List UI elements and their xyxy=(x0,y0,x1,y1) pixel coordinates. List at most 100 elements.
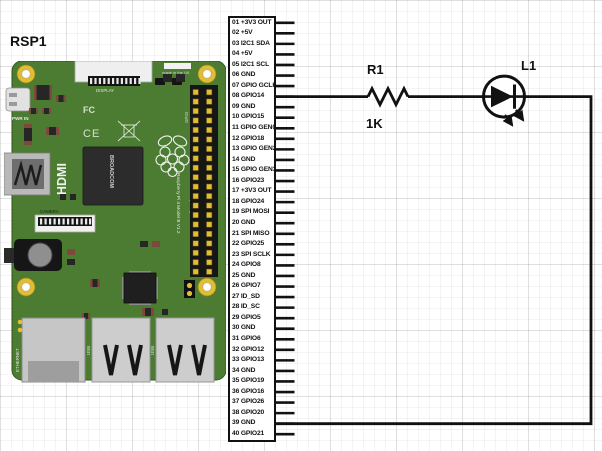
pin-row-27[interactable]: 27 ID_SD xyxy=(232,292,260,300)
gpio-pin xyxy=(206,202,213,209)
pin-row-10[interactable]: 10 GPIO15 xyxy=(232,113,265,121)
resistor-value-label[interactable]: 1K xyxy=(366,116,383,131)
pin-row-17[interactable]: 17 +3V3 OUT xyxy=(232,187,272,195)
gpio-pin xyxy=(192,164,199,171)
gpio-pin xyxy=(192,231,199,237)
pin-row-01[interactable]: 01 +3V3 OUT xyxy=(232,18,272,26)
pin-row-08[interactable]: 08 GPIO14 xyxy=(232,92,265,100)
hdmi-label: HDMI xyxy=(55,163,69,195)
gpio-pin xyxy=(206,231,213,237)
gpio-label: GPIO xyxy=(184,111,189,123)
pin-row-16[interactable]: 16 GPIO23 xyxy=(232,176,265,184)
wire-resistor-to-led-to-gnd[interactable] xyxy=(276,95,593,426)
pin-row-39[interactable]: 39 GND xyxy=(232,419,256,427)
gpio-pin xyxy=(206,221,213,228)
gpio-pin xyxy=(192,240,199,247)
pin-leads xyxy=(276,21,295,436)
raspberry-pi-board[interactable]: DISPLAY made in the UK PWR IN FC CE xyxy=(4,61,226,387)
pin-row-22[interactable]: 22 GPIO25 xyxy=(232,240,265,248)
pin-row-32[interactable]: 32 GPIO12 xyxy=(232,345,265,353)
pin-row-37[interactable]: 37 GPIO26 xyxy=(232,398,265,406)
gpio-pin-header-box[interactable]: 01 +3V3 OUT 02 +5V 03 I2C1 SDA 04 +5V 05 I2C… xyxy=(228,15,276,442)
pin-row-34[interactable]: 34 GND xyxy=(232,366,256,374)
pin-row-36[interactable]: 36 GPIO16 xyxy=(232,387,265,395)
pin-row-24[interactable]: 24 GPIO8 xyxy=(232,261,261,269)
gpio-pin xyxy=(206,164,213,171)
ethernet-port: ETHERNET xyxy=(15,317,86,383)
pin-row-28[interactable]: 28 ID_SC xyxy=(232,303,260,311)
gpio-pin xyxy=(192,108,199,115)
made-in-uk-label: made in the UK xyxy=(162,70,190,75)
gpio-pin xyxy=(206,108,213,115)
pin-row-09[interactable]: 09 GND xyxy=(232,102,256,110)
pin-row-20[interactable]: 20 GND xyxy=(232,218,256,226)
pin-row-15[interactable]: 15 GPIO GEN3 xyxy=(232,166,274,174)
pin-row-14[interactable]: 14 GND xyxy=(232,155,256,163)
pin-row-23[interactable]: 23 SPI SCLK xyxy=(232,250,271,258)
gpio-pin xyxy=(192,127,199,133)
gpio-pin xyxy=(192,268,199,275)
pin-row-18[interactable]: 18 GPIO24 xyxy=(232,197,265,205)
gpio-pin xyxy=(192,89,199,96)
gpio-pin xyxy=(206,98,213,105)
gpio-pin xyxy=(192,136,199,143)
led-anode-triangle xyxy=(491,85,513,108)
gpio-pin xyxy=(192,193,199,200)
resistor-ref-label[interactable]: R1 xyxy=(367,62,384,77)
pin-row-31[interactable]: 31 GPIO6 xyxy=(232,335,261,342)
raspberry-pi-logo xyxy=(155,135,190,178)
pin-row-12[interactable]: 12 GPIO18 xyxy=(232,134,265,142)
hdmi-connector: HDMI xyxy=(4,152,69,196)
gpio-pin xyxy=(206,193,213,200)
gpio-pin xyxy=(206,145,213,152)
pin-row-04[interactable]: 04 +5V xyxy=(232,50,253,58)
ethernet-label: ETHERNET xyxy=(15,348,20,372)
silkscreen-box xyxy=(164,63,191,69)
pin-row-30[interactable]: 30 GND xyxy=(232,324,256,332)
pin-row-40[interactable]: 40 GPIO21 xyxy=(232,429,265,437)
part-label-rsp1[interactable]: RSP1 xyxy=(10,33,47,49)
pin-row-29[interactable]: 29 GPIO5 xyxy=(232,313,261,321)
gpio-pin xyxy=(206,155,213,162)
pin-row-35[interactable]: 35 GPIO19 xyxy=(232,377,265,385)
pin-row-03[interactable]: 03 I2C1 SDA xyxy=(232,39,270,47)
pin-row-02[interactable]: 02 +5V xyxy=(232,29,253,37)
usb-port-1: USB xyxy=(86,317,151,383)
gpio-pin xyxy=(206,127,213,133)
gpio-pin xyxy=(206,174,213,181)
pin-row-21[interactable]: 21 SPI MISO xyxy=(232,229,270,237)
gpio-pin xyxy=(192,155,199,162)
pin-row-07[interactable]: 07 GPIO GCLK xyxy=(232,81,274,89)
pin-row-11[interactable]: 11 GPIO GEN0 xyxy=(232,124,274,131)
mounting-holes xyxy=(16,64,217,297)
pin-row-25[interactable]: 25 GND xyxy=(232,271,256,279)
led-ref-label[interactable]: L1 xyxy=(521,58,537,73)
led-l1[interactable] xyxy=(482,74,526,127)
gpio-pin xyxy=(192,249,199,256)
smd-components xyxy=(24,74,185,319)
pin-row-38[interactable]: 38 GPIO20 xyxy=(232,408,265,416)
audio-jack xyxy=(4,239,62,271)
gpio-pin xyxy=(206,136,213,143)
resistor-r1[interactable] xyxy=(366,85,410,108)
pin-row-26[interactable]: 26 GPIO7 xyxy=(232,282,261,290)
pin-row-19[interactable]: 19 SPI MOSI xyxy=(232,208,270,216)
weee-bin-icon xyxy=(117,120,141,142)
gpio-pin xyxy=(206,259,213,266)
gpio-pin xyxy=(206,249,213,256)
soc-label: BROADCOM xyxy=(108,155,114,188)
pin-row-06[interactable]: 06 GND xyxy=(232,71,256,79)
gpio-pin xyxy=(192,183,199,190)
gpio-pin xyxy=(206,240,213,247)
gpio-pin xyxy=(192,98,199,105)
usb1-label: USB xyxy=(86,346,91,355)
gpio-pin xyxy=(192,174,199,181)
fcc-mark: FC xyxy=(83,105,95,115)
pin-row-13[interactable]: 13 GPIO GEN2 xyxy=(232,145,274,153)
pin-row-05[interactable]: 05 I2C1 SCL xyxy=(232,60,270,68)
pin-row-33[interactable]: 33 GPIO13 xyxy=(232,356,265,364)
gpio-pin xyxy=(192,117,199,124)
gpio-pin xyxy=(206,268,213,275)
